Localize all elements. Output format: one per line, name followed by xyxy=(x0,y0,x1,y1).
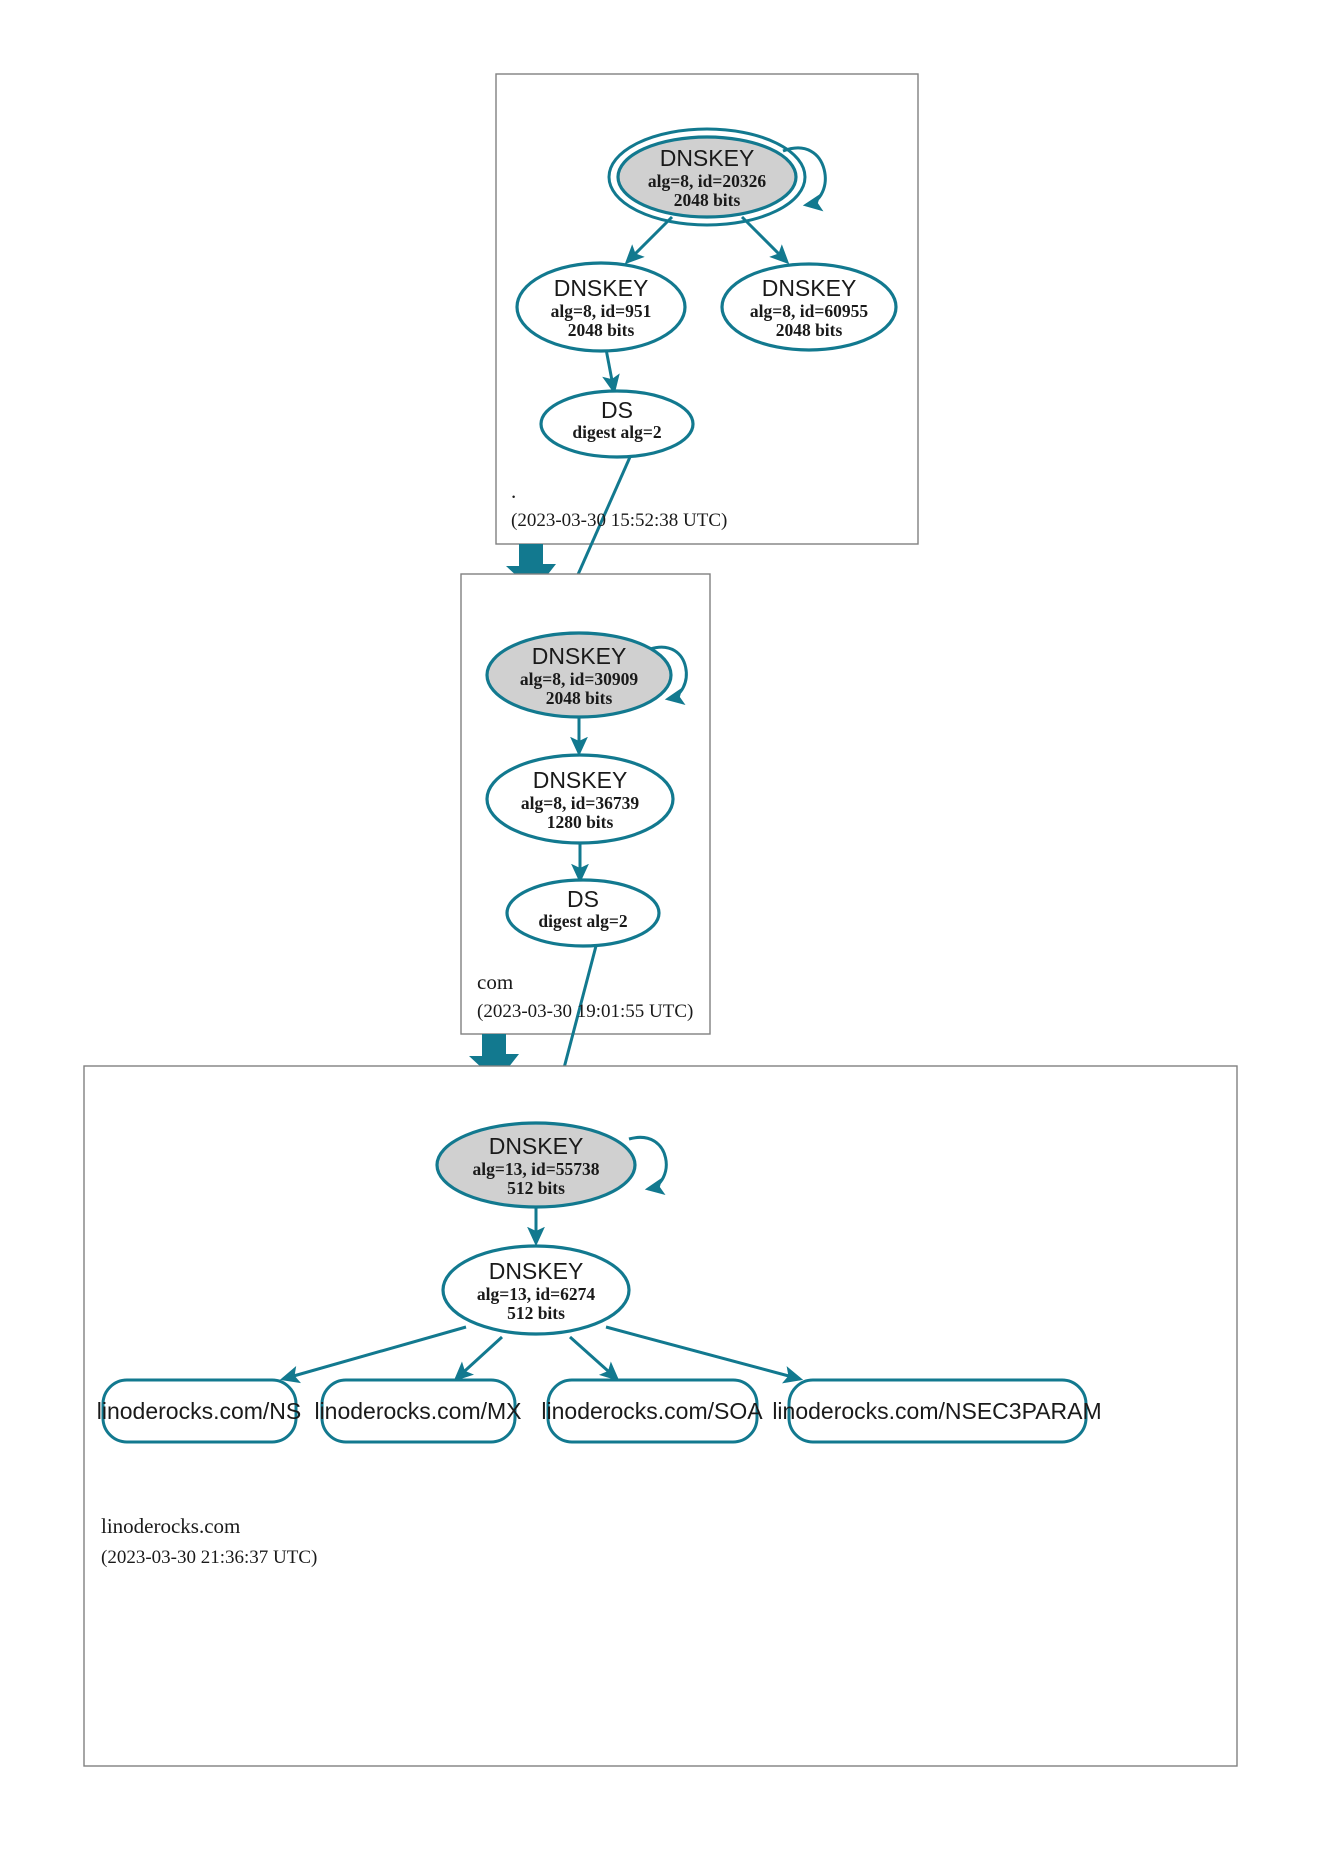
node-lr-ksk-detail: alg=13, id=55738 xyxy=(473,1159,600,1179)
node-lr-zsk-type: DNSKEY xyxy=(489,1258,584,1284)
edge-lr-zsk-to-mx xyxy=(453,1335,504,1382)
zone-label-linoderocks: linoderocks.com xyxy=(101,1514,240,1538)
node-root-ds[interactable] xyxy=(539,389,695,459)
rrset-box-mx[interactable] xyxy=(320,1378,517,1444)
node-root-zsk-951-detail: alg=8, id=951 xyxy=(551,301,652,321)
node-root-zsk-60955-detail: alg=8, id=60955 xyxy=(750,301,868,321)
rrset-box-soa[interactable] xyxy=(546,1378,759,1444)
node-com-zsk-bits: 1280 bits xyxy=(547,812,614,832)
edge-root-ksk-to-zsk951 xyxy=(624,215,674,265)
node-root-zsk-60955[interactable] xyxy=(720,262,898,352)
node-root-zsk-951[interactable] xyxy=(515,261,687,353)
edge-lr-zsk-to-ns xyxy=(279,1325,467,1384)
node-root-zsk-60955-bits: 2048 bits xyxy=(776,320,843,340)
rrset-label-ns: linoderocks.com/NS xyxy=(97,1398,302,1424)
node-root-ksk-detail: alg=8, id=20326 xyxy=(648,171,766,191)
node-com-ksk-type: DNSKEY xyxy=(532,643,627,669)
node-com-zsk-type: DNSKEY xyxy=(533,767,628,793)
zone-timestamp-root: (2023-03-30 15:52:38 UTC) xyxy=(511,510,727,531)
node-com-zsk-detail: alg=8, id=36739 xyxy=(521,793,639,813)
delegation-arrow-root-to-com xyxy=(506,544,556,592)
node-root-ksk-type: DNSKEY xyxy=(660,145,755,171)
node-com-ds-detail: digest alg=2 xyxy=(538,911,627,931)
edge-lr-zsk-to-nsec3param xyxy=(605,1325,804,1384)
rrset-box-ns[interactable] xyxy=(101,1378,298,1444)
node-com-ds[interactable] xyxy=(505,878,661,948)
rrset-label-nsec3param: linoderocks.com/NSEC3PARAM xyxy=(772,1398,1101,1424)
node-root-ds-type: DS xyxy=(601,397,633,423)
self-loop-com-ksk xyxy=(649,645,688,706)
self-loop-lr-ksk xyxy=(628,1135,668,1196)
node-root-zsk-951-type: DNSKEY xyxy=(554,275,649,301)
node-lr-ksk[interactable] xyxy=(435,1121,637,1209)
zone-label-root: . xyxy=(511,479,516,503)
node-com-ksk-detail: alg=8, id=30909 xyxy=(520,669,638,689)
edge-root-zsk951-to-ds xyxy=(602,348,620,395)
node-lr-ksk-type: DNSKEY xyxy=(489,1133,584,1159)
rrset-box-nsec3param[interactable] xyxy=(787,1378,1088,1444)
zone-timestamp-com: (2023-03-30 19:01:55 UTC) xyxy=(477,1001,693,1022)
node-com-ds-type: DS xyxy=(567,886,599,912)
node-root-ksk-bits: 2048 bits xyxy=(674,190,741,210)
node-root-zsk-951-bits: 2048 bits xyxy=(568,320,635,340)
zone-timestamp-linoderocks: (2023-03-30 21:36:37 UTC) xyxy=(101,1547,317,1568)
delegation-arrow-com-to-linoderocks xyxy=(469,1034,519,1082)
node-lr-zsk-detail: alg=13, id=6274 xyxy=(477,1284,595,1304)
node-com-zsk[interactable] xyxy=(485,753,675,845)
node-root-ds-detail: digest alg=2 xyxy=(572,422,661,442)
rrset-label-soa: linoderocks.com/SOA xyxy=(541,1398,763,1424)
node-com-ksk[interactable] xyxy=(485,631,673,719)
rrset-label-mx: linoderocks.com/MX xyxy=(314,1398,521,1424)
node-root-zsk-60955-type: DNSKEY xyxy=(762,275,857,301)
node-lr-zsk-bits: 512 bits xyxy=(507,1303,565,1323)
edge-lr-zsk-to-soa xyxy=(569,1335,620,1382)
self-loop-root-ksk xyxy=(782,146,827,212)
node-lr-zsk[interactable] xyxy=(441,1244,631,1336)
zone-label-com: com xyxy=(477,970,513,994)
node-root-ksk[interactable] xyxy=(616,135,798,219)
edge-root-ksk-to-zsk60955 xyxy=(740,215,790,265)
node-root-ksk-outer-ring xyxy=(607,127,807,227)
node-lr-ksk-bits: 512 bits xyxy=(507,1178,565,1198)
node-com-ksk-bits: 2048 bits xyxy=(546,688,613,708)
